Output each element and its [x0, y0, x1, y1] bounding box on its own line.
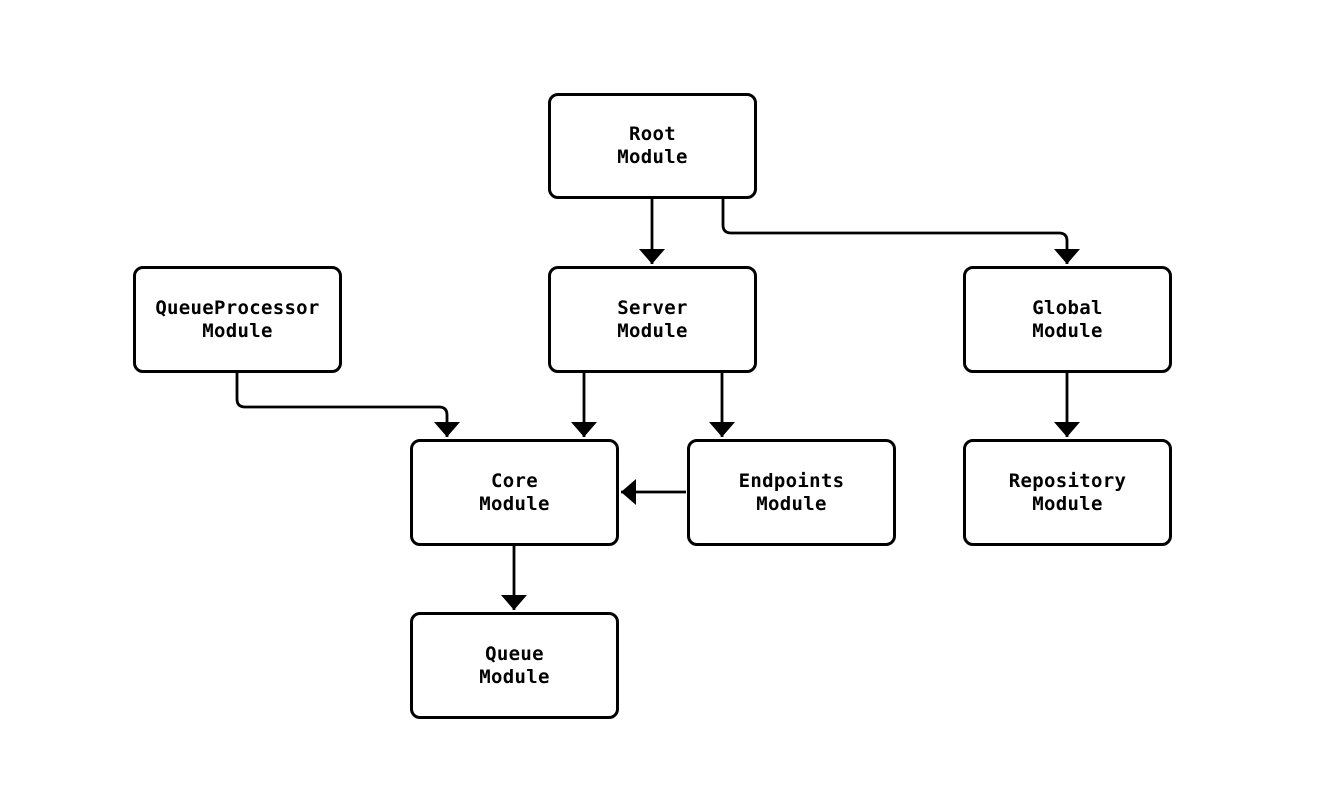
node-queue: Queue Module: [410, 612, 619, 719]
node-label-global: Global Module: [1032, 296, 1103, 342]
node-label-repository: Repository Module: [1008, 469, 1127, 515]
node-label-endpoints: Endpoints Module: [738, 469, 845, 515]
edge-root-global: [721, 199, 1080, 264]
node-repository: Repository Module: [963, 439, 1172, 546]
node-server: Server Module: [548, 266, 757, 373]
node-label-root: Root Module: [617, 123, 688, 168]
node-label-queue: Queue Module: [479, 642, 550, 688]
node-endpoints: Endpoints Module: [687, 439, 896, 546]
node-root: Root Module: [548, 93, 757, 199]
node-core: Core Module: [410, 439, 619, 546]
node-label-server: Server Module: [617, 296, 688, 342]
edge-queueprocessor-core: [235, 373, 460, 437]
node-label-queueprocessor: QueueProcessor Module: [155, 296, 320, 342]
node-queueprocessor: QueueProcessor Module: [133, 266, 342, 373]
node-global: Global Module: [963, 266, 1172, 373]
node-label-core: Core Module: [479, 469, 550, 515]
